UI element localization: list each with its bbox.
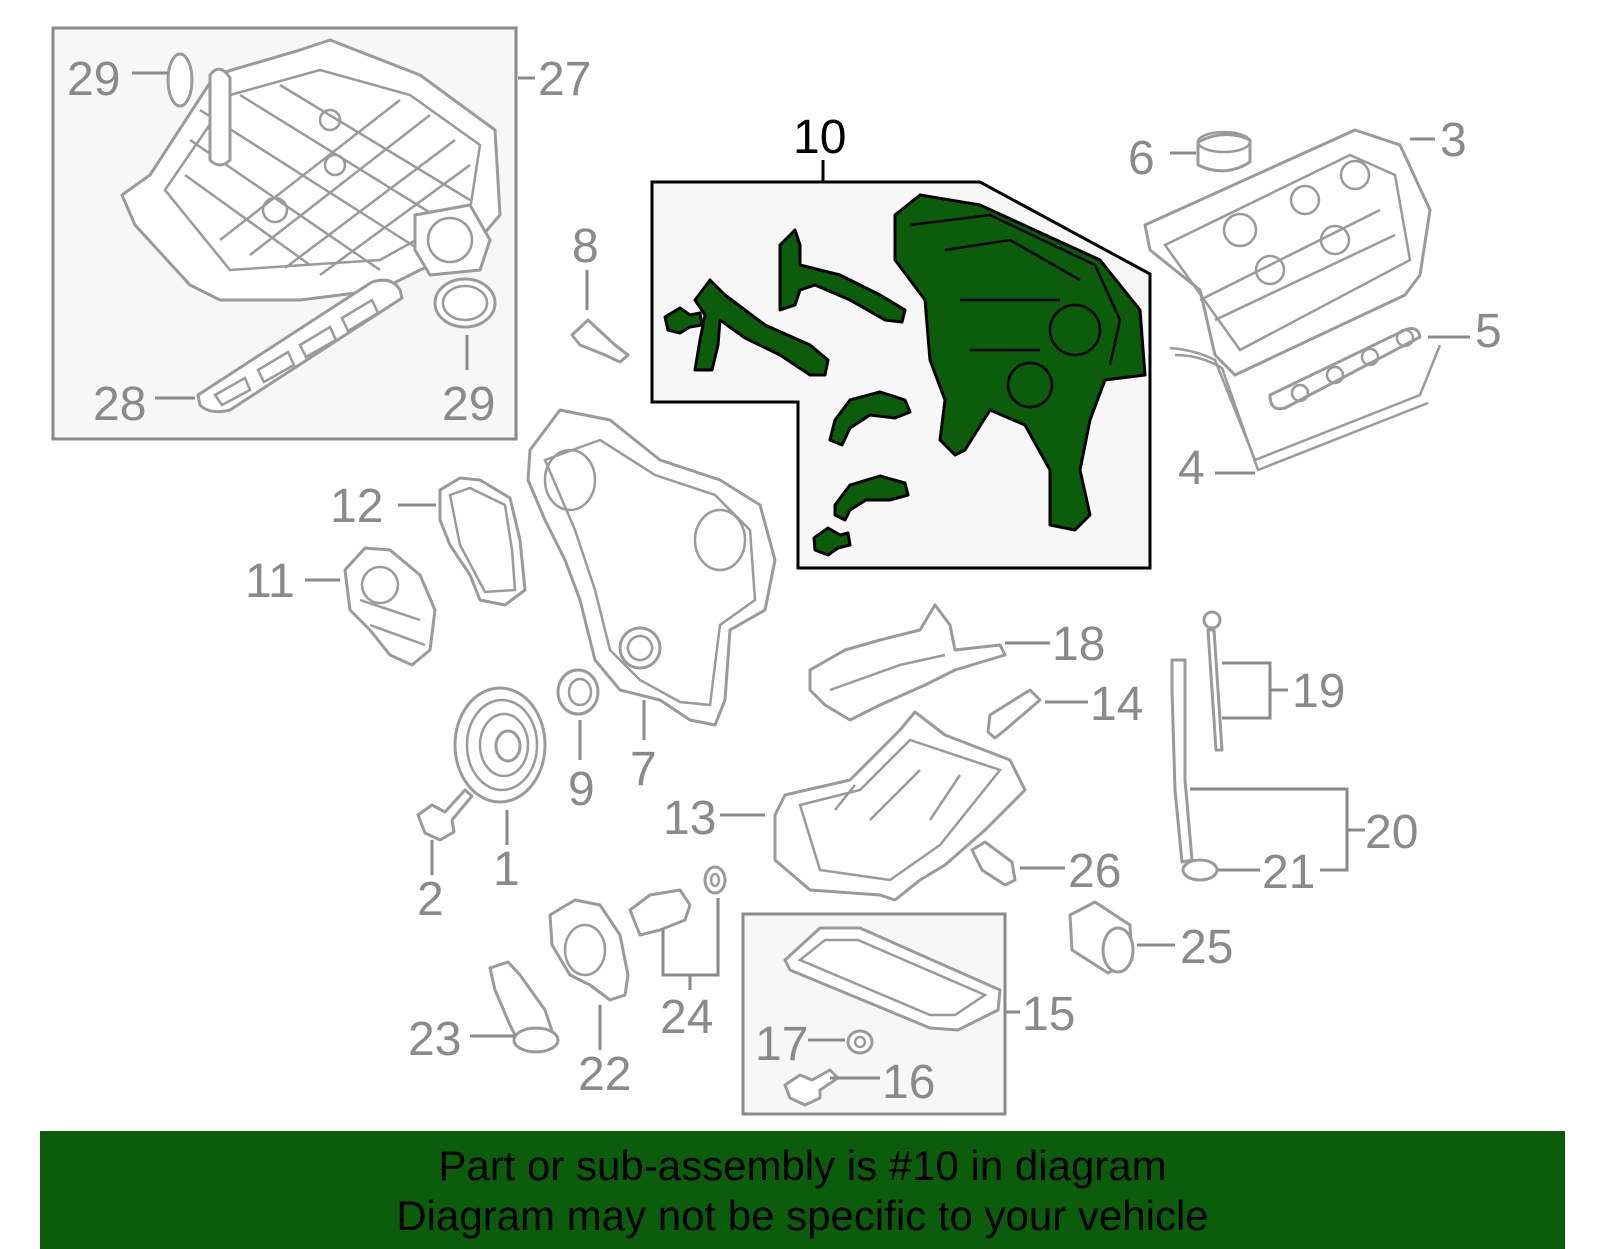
label-3: 3 — [1440, 114, 1467, 167]
label-25: 25 — [1180, 921, 1233, 974]
oil-dipstick-drawing — [1202, 610, 1224, 752]
oil-filler-cap-drawing — [1196, 130, 1252, 173]
label-22: 22 — [578, 1048, 631, 1101]
crankshaft-pulley-drawing — [453, 686, 547, 804]
front-cover-assembly-highlighted — [663, 193, 1147, 557]
dipstick-o-ring-drawing — [1181, 858, 1219, 882]
front-cover-gasket-middle — [828, 390, 912, 447]
label-23: 23 — [408, 1013, 461, 1066]
oil-pump-drawing — [548, 898, 630, 1002]
drain-plug-washer-drawing — [846, 1029, 874, 1055]
label-18: 18 — [1052, 618, 1105, 671]
water-pump-drawing — [343, 546, 437, 667]
label-28: 28 — [93, 378, 146, 431]
oil-filter-drawing — [1068, 900, 1135, 975]
oil-level-sensor-drawing — [970, 840, 1017, 887]
label-4: 4 — [1178, 442, 1205, 495]
label-6: 6 — [1128, 132, 1155, 185]
leader-19 — [1222, 661, 1288, 720]
crankshaft-pulley-bolt-drawing — [416, 788, 474, 842]
upper-front-cover — [893, 193, 1147, 532]
gasket-29-lower-drawing — [433, 277, 497, 329]
label-11: 11 — [245, 555, 295, 608]
sensor-washer-drawing — [703, 865, 727, 895]
banner-line-2: Diagram may not be specific to your vehi… — [396, 1192, 1209, 1239]
label-15: 15 — [1022, 988, 1075, 1041]
label-21: 21 — [1262, 846, 1315, 899]
valve-cover-gasket-drawing — [1169, 344, 1442, 472]
intake-manifold-drawing — [120, 38, 502, 302]
dipstick-tube-drawing — [1170, 658, 1194, 864]
label-10: 10 — [793, 111, 846, 164]
label-29-upper: 29 — [67, 53, 120, 106]
oil-pan-upper-drawing — [773, 710, 1027, 902]
baffle-plate-drawing — [808, 603, 1007, 722]
front-cover-bolt-upper — [663, 306, 704, 335]
sealant-tube-8-drawing — [570, 318, 630, 364]
front-cover-bolt-lower — [812, 526, 852, 557]
oil-strainer-drawing — [488, 960, 560, 1054]
label-17: 17 — [755, 1018, 808, 1071]
valve-cover-drawing — [1143, 128, 1432, 377]
label-19: 19 — [1292, 665, 1345, 718]
label-20: 20 — [1365, 806, 1418, 859]
info-banner: Part or sub-assembly is #10 in diagram D… — [40, 1131, 1565, 1249]
front-cover-gasket-upper — [778, 228, 907, 324]
spark-plug-seal-set-drawing — [1268, 327, 1422, 411]
label-2: 2 — [417, 873, 444, 926]
part-labels: 29 27 28 29 10 6 3 8 5 4 12 11 18 19 14 … — [67, 53, 1502, 1109]
timing-chain-case-drawing — [526, 408, 777, 727]
label-9: 9 — [568, 763, 595, 816]
crankshaft-front-seal-drawing — [556, 668, 600, 716]
water-pump-gasket-drawing — [438, 476, 527, 607]
label-27: 27 — [538, 53, 591, 106]
leader-24 — [661, 898, 720, 990]
label-26: 26 — [1068, 845, 1121, 898]
label-16: 16 — [882, 1056, 935, 1109]
label-12: 12 — [330, 480, 383, 533]
label-5: 5 — [1475, 305, 1502, 358]
sealant-tube-14-drawing — [986, 688, 1042, 740]
leader-20 — [1190, 787, 1365, 872]
banner-line-1: Part or sub-assembly is #10 in diagram — [438, 1142, 1167, 1189]
label-7: 7 — [630, 743, 657, 796]
front-cover-gasket-left — [693, 278, 830, 377]
label-24: 24 — [660, 991, 713, 1044]
label-1: 1 — [493, 843, 520, 896]
label-13: 13 — [663, 792, 716, 845]
label-8: 8 — [572, 220, 599, 273]
intake-manifold-gasket-drawing — [196, 278, 404, 414]
oil-pan-lower-drawing — [783, 926, 1002, 1032]
oil-pressure-switch-drawing — [628, 888, 692, 937]
drain-plug-drawing — [783, 1068, 840, 1107]
label-14: 14 — [1090, 678, 1143, 731]
front-cover-gasket-lower — [833, 474, 910, 522]
label-29-lower: 29 — [442, 378, 495, 431]
